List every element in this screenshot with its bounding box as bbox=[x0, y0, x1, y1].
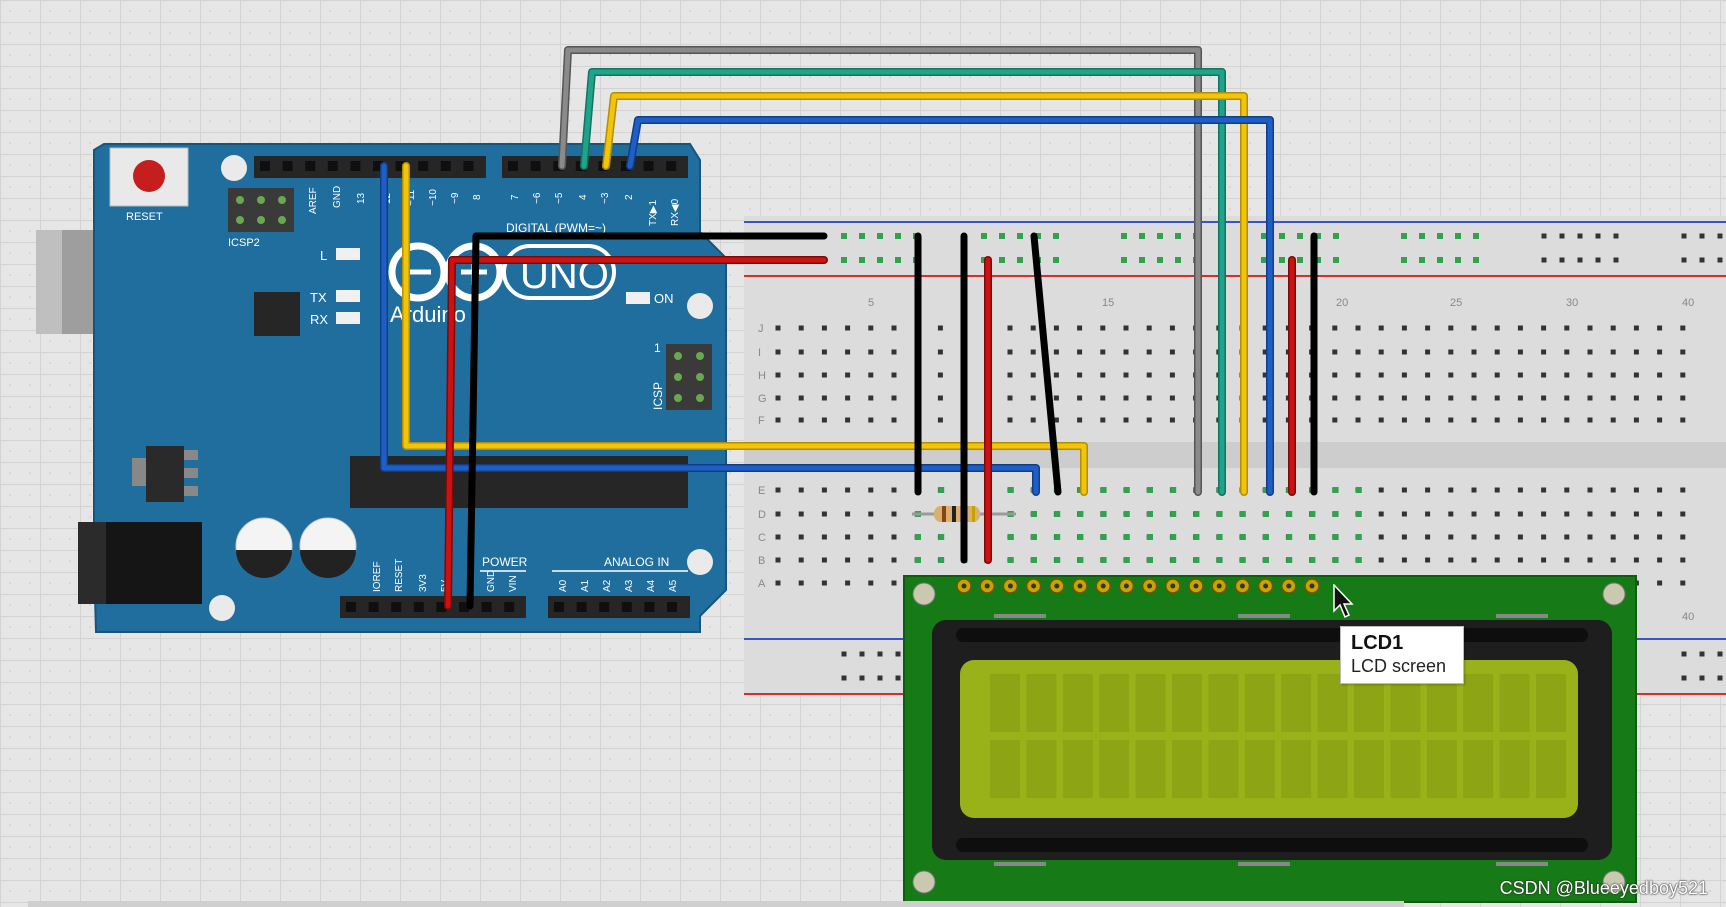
pin-8-label: 8 bbox=[472, 194, 483, 200]
voltage-regulator bbox=[146, 446, 184, 502]
col-number: 5 bbox=[868, 297, 874, 309]
wire-black-gnd[interactable] bbox=[466, 232, 828, 610]
reset-label: RESET bbox=[126, 211, 163, 223]
icsp-pin1-label: 1 bbox=[654, 341, 661, 355]
icsp2-label: ICSP2 bbox=[228, 237, 260, 249]
led-rx bbox=[336, 312, 360, 324]
pin-7-label: 7 bbox=[510, 194, 521, 200]
pin-gnd-power-label: GND bbox=[486, 570, 497, 592]
pin-vin-label: VIN bbox=[508, 575, 519, 592]
pin-a3-label: A3 bbox=[624, 579, 635, 592]
lcd-screen-component[interactable] bbox=[903, 575, 1637, 903]
pin-2-label: 2 bbox=[624, 194, 635, 200]
horizontal-scrollbar[interactable] bbox=[28, 901, 1404, 907]
pin-3-label: ~3 bbox=[600, 192, 611, 204]
wire-gray[interactable] bbox=[559, 47, 1201, 495]
col-number: 25 bbox=[1450, 297, 1462, 309]
pin-1-label: TX▶1 bbox=[648, 200, 659, 226]
led-on-label: ON bbox=[654, 291, 674, 306]
atmega-chip bbox=[350, 456, 688, 508]
col-number-bottom: 40 bbox=[1682, 611, 1694, 623]
pin-6-label: ~6 bbox=[532, 192, 543, 204]
power-label: POWER bbox=[482, 555, 528, 569]
wire-yellow-d12[interactable] bbox=[403, 163, 1087, 495]
wire-teal[interactable] bbox=[581, 69, 1225, 495]
pin-9-label: ~9 bbox=[450, 192, 461, 204]
col-number: 40 bbox=[1682, 297, 1694, 309]
row-label-j: J bbox=[758, 323, 764, 335]
row-label-e: E bbox=[758, 485, 765, 497]
pin-10-label: ~10 bbox=[428, 189, 439, 206]
led-on bbox=[626, 292, 650, 304]
wire-blue-d13[interactable] bbox=[381, 163, 1039, 495]
pin-reset-label: RESET bbox=[394, 559, 405, 592]
mouse-cursor-icon bbox=[1333, 584, 1354, 619]
led-l-label: L bbox=[320, 248, 327, 263]
pin-0-label: RX◀0 bbox=[670, 198, 681, 226]
chip-usb bbox=[254, 292, 300, 336]
power-pins bbox=[346, 602, 677, 612]
row-label-b: B bbox=[758, 555, 765, 567]
jumper-black[interactable] bbox=[1030, 232, 1062, 496]
pin-a1-label: A1 bbox=[580, 579, 591, 592]
pin-4-label: 4 bbox=[578, 194, 589, 200]
pin-ioref-label: IOREF bbox=[372, 561, 383, 592]
lcd-header-pins bbox=[956, 578, 1320, 594]
digital-label: DIGITAL (PWM=~) bbox=[506, 221, 606, 235]
power-header bbox=[340, 596, 526, 618]
icsp-header bbox=[666, 344, 712, 410]
pin-a2-label: A2 bbox=[602, 579, 613, 592]
pin-a5-label: A5 bbox=[668, 579, 679, 592]
wires[interactable] bbox=[380, 46, 1318, 610]
wire-red-5v[interactable] bbox=[445, 257, 827, 609]
pin-aref-label: AREF bbox=[308, 187, 319, 214]
row-label-i: I bbox=[758, 347, 761, 359]
led-tx-label: TX bbox=[310, 290, 327, 305]
pin-a4-label: A4 bbox=[646, 579, 657, 592]
tooltip-subtitle: LCD screen bbox=[1351, 656, 1447, 676]
wire-blue-d2[interactable] bbox=[627, 117, 1273, 495]
col-number: 20 bbox=[1336, 297, 1348, 309]
pin-5-label: ~5 bbox=[554, 192, 565, 204]
analog-header bbox=[548, 596, 690, 618]
icsp-label: ICSP bbox=[651, 382, 665, 410]
row-label-f: F bbox=[758, 415, 765, 427]
led-tx bbox=[336, 290, 360, 302]
tooltip-title: LCD1 bbox=[1351, 632, 1404, 654]
watermark: CSDN @Blueeyedboy521 bbox=[1499, 878, 1708, 898]
row-label-g: G bbox=[758, 393, 767, 405]
led-l bbox=[336, 248, 360, 260]
pin-13-label: 13 bbox=[356, 192, 367, 204]
pin-11-label: ~11 bbox=[406, 189, 417, 206]
row-label-c: C bbox=[758, 532, 766, 544]
pin-3v3-label: 3V3 bbox=[418, 574, 429, 592]
component-tooltip: LCD1 LCD screen bbox=[1340, 626, 1464, 684]
col-number: 15 bbox=[1102, 297, 1114, 309]
col-number: 30 bbox=[1566, 297, 1578, 309]
row-label-d: D bbox=[758, 509, 766, 521]
row-label-a: A bbox=[758, 578, 766, 590]
led-rx-label: RX bbox=[310, 312, 328, 327]
wire-yellow-d3[interactable] bbox=[603, 93, 1247, 495]
row-label-h: H bbox=[758, 370, 766, 382]
pin-a0-label: A0 bbox=[558, 579, 569, 592]
digital-header-low bbox=[502, 156, 688, 178]
icsp2-header bbox=[228, 188, 294, 232]
analog-label: ANALOG IN bbox=[604, 555, 669, 569]
pin-gnd-label: GND bbox=[332, 186, 343, 208]
